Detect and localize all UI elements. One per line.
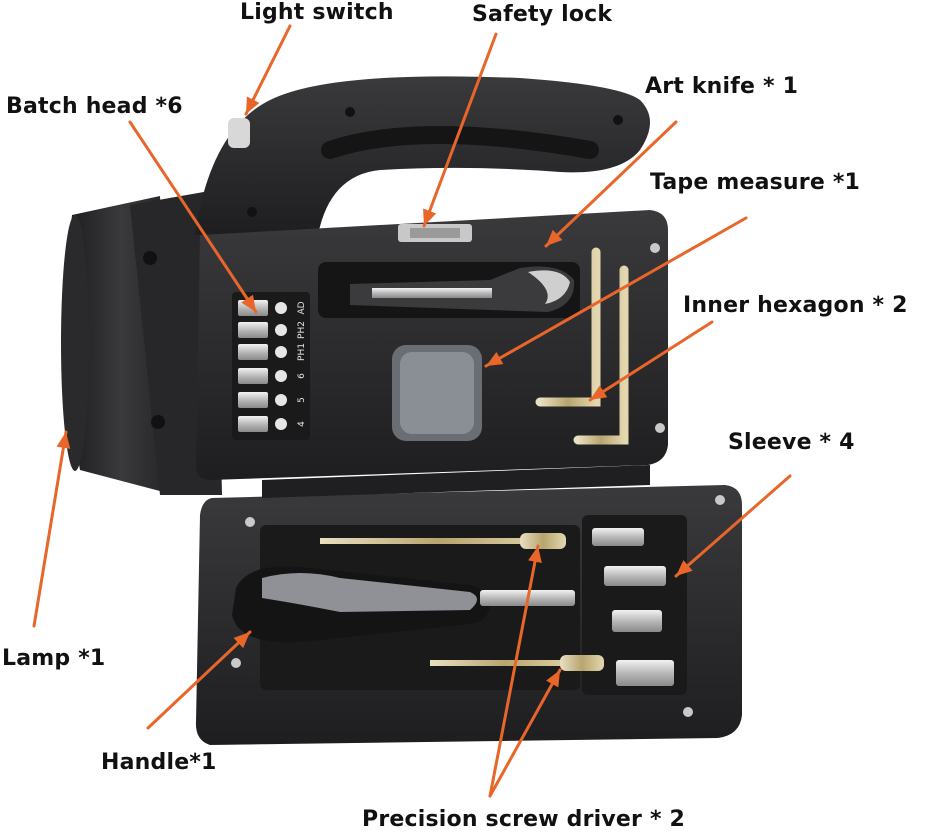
arrow-sleeve-head bbox=[676, 560, 693, 576]
screwdriver-handle bbox=[232, 566, 575, 643]
label-lamp: Lamp *1 bbox=[2, 646, 106, 671]
bit-label-6: 6 bbox=[297, 373, 307, 379]
arrow-precision-1-line bbox=[488, 544, 540, 798]
arrow-inner-hexagon-line bbox=[588, 320, 714, 402]
arrow-tape-measure-line bbox=[484, 216, 748, 368]
carry-handle bbox=[195, 76, 650, 235]
bit-label-4: 4 bbox=[297, 421, 307, 427]
callout-arrows bbox=[32, 24, 792, 798]
arrow-lamp-line bbox=[32, 430, 68, 628]
arrow-precision-1-head bbox=[528, 546, 542, 564]
arrow-handle-line bbox=[146, 630, 252, 730]
label-handle: Handle*1 bbox=[101, 750, 217, 775]
label-batch-head: Batch head *6 bbox=[6, 94, 183, 119]
arrow-art-knife-line bbox=[544, 120, 678, 248]
label-tape-measure: Tape measure *1 bbox=[650, 170, 861, 195]
arrow-batch-head-head bbox=[241, 294, 256, 312]
label-precision-screwdriver: Precision screw driver * 2 bbox=[362, 807, 686, 832]
bit-holder: AD PH2 PH1 6 5 4 bbox=[232, 292, 310, 440]
arrow-art-knife-head bbox=[546, 229, 563, 246]
art-knife bbox=[318, 262, 580, 318]
arrow-batch-head-line bbox=[128, 120, 258, 314]
upper-case: AD PH2 PH1 6 5 4 bbox=[196, 210, 668, 480]
precision-screwdrivers bbox=[320, 533, 604, 671]
arrow-lamp-head bbox=[56, 432, 71, 449]
arrow-precision-2-head bbox=[546, 670, 560, 688]
arrow-safety-lock-head bbox=[423, 208, 437, 226]
bit-label-5: 5 bbox=[297, 397, 307, 403]
label-sleeve: Sleeve * 4 bbox=[728, 430, 855, 455]
arrow-tape-measure-head bbox=[486, 352, 504, 366]
arrow-precision-2-line bbox=[488, 668, 562, 798]
label-art-knife: Art knife * 1 bbox=[645, 74, 799, 99]
arrow-safety-lock-line bbox=[422, 32, 498, 228]
arrow-inner-hexagon-head bbox=[590, 385, 608, 400]
light-switch-button bbox=[228, 118, 250, 148]
arrow-handle-head bbox=[233, 632, 250, 649]
tape-measure bbox=[392, 345, 482, 441]
label-light-switch: Light switch bbox=[240, 0, 394, 25]
arrow-sleeve-line bbox=[674, 474, 792, 578]
bit-label-ph2: PH2 bbox=[297, 321, 307, 339]
sleeves bbox=[592, 528, 674, 686]
label-safety-lock: Safety lock bbox=[472, 2, 613, 27]
arrow-light-switch-head bbox=[246, 96, 260, 114]
lower-case bbox=[195, 465, 742, 745]
bit-label-ph1: PH1 bbox=[297, 343, 307, 361]
bit-label-ad: AD bbox=[297, 301, 307, 314]
label-inner-hexagon: Inner hexagon * 2 bbox=[683, 293, 908, 318]
arrow-light-switch-line bbox=[244, 24, 292, 116]
lamp-body bbox=[61, 190, 222, 495]
